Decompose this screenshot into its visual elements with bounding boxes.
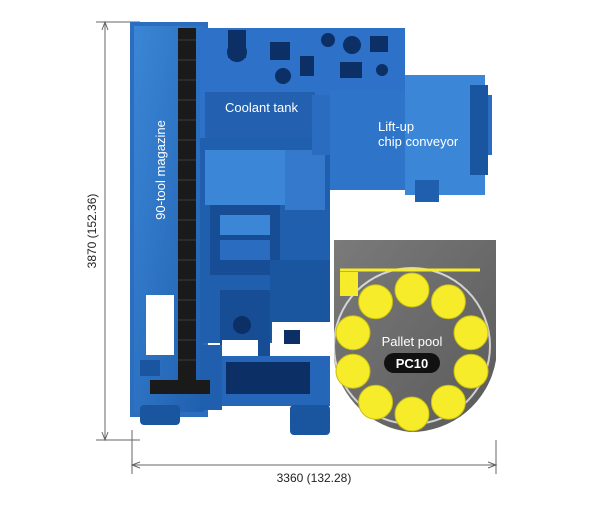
pallet-badge-bg [384, 353, 440, 373]
pallet [335, 315, 371, 351]
width-dimension-label: 3360 (132.28) [277, 471, 352, 485]
pallet [453, 315, 489, 351]
pallet [358, 284, 394, 320]
pallet [335, 353, 371, 389]
pallet [453, 353, 489, 389]
tool-magazine-label: 90-tool magazine [153, 120, 168, 220]
chip-conveyor-label-line2: chip conveyor [378, 134, 459, 149]
pallet [430, 284, 466, 320]
tool-magazine [150, 28, 210, 394]
height-dimension-label: 3870 (152.36) [85, 194, 99, 269]
chip-conveyor-label-line1: Lift-up [378, 119, 414, 134]
chip-conveyor [312, 75, 492, 202]
pallet-ring [335, 272, 489, 432]
pallet [358, 384, 394, 420]
width-dimension [130, 430, 498, 474]
pallet [430, 384, 466, 420]
pallet-pool-label: Pallet pool [382, 334, 443, 349]
pallet-badge-label: PC10 [396, 356, 429, 371]
coolant-tank-label: Coolant tank [225, 100, 298, 115]
pallet [394, 272, 430, 308]
pallet [394, 396, 430, 432]
